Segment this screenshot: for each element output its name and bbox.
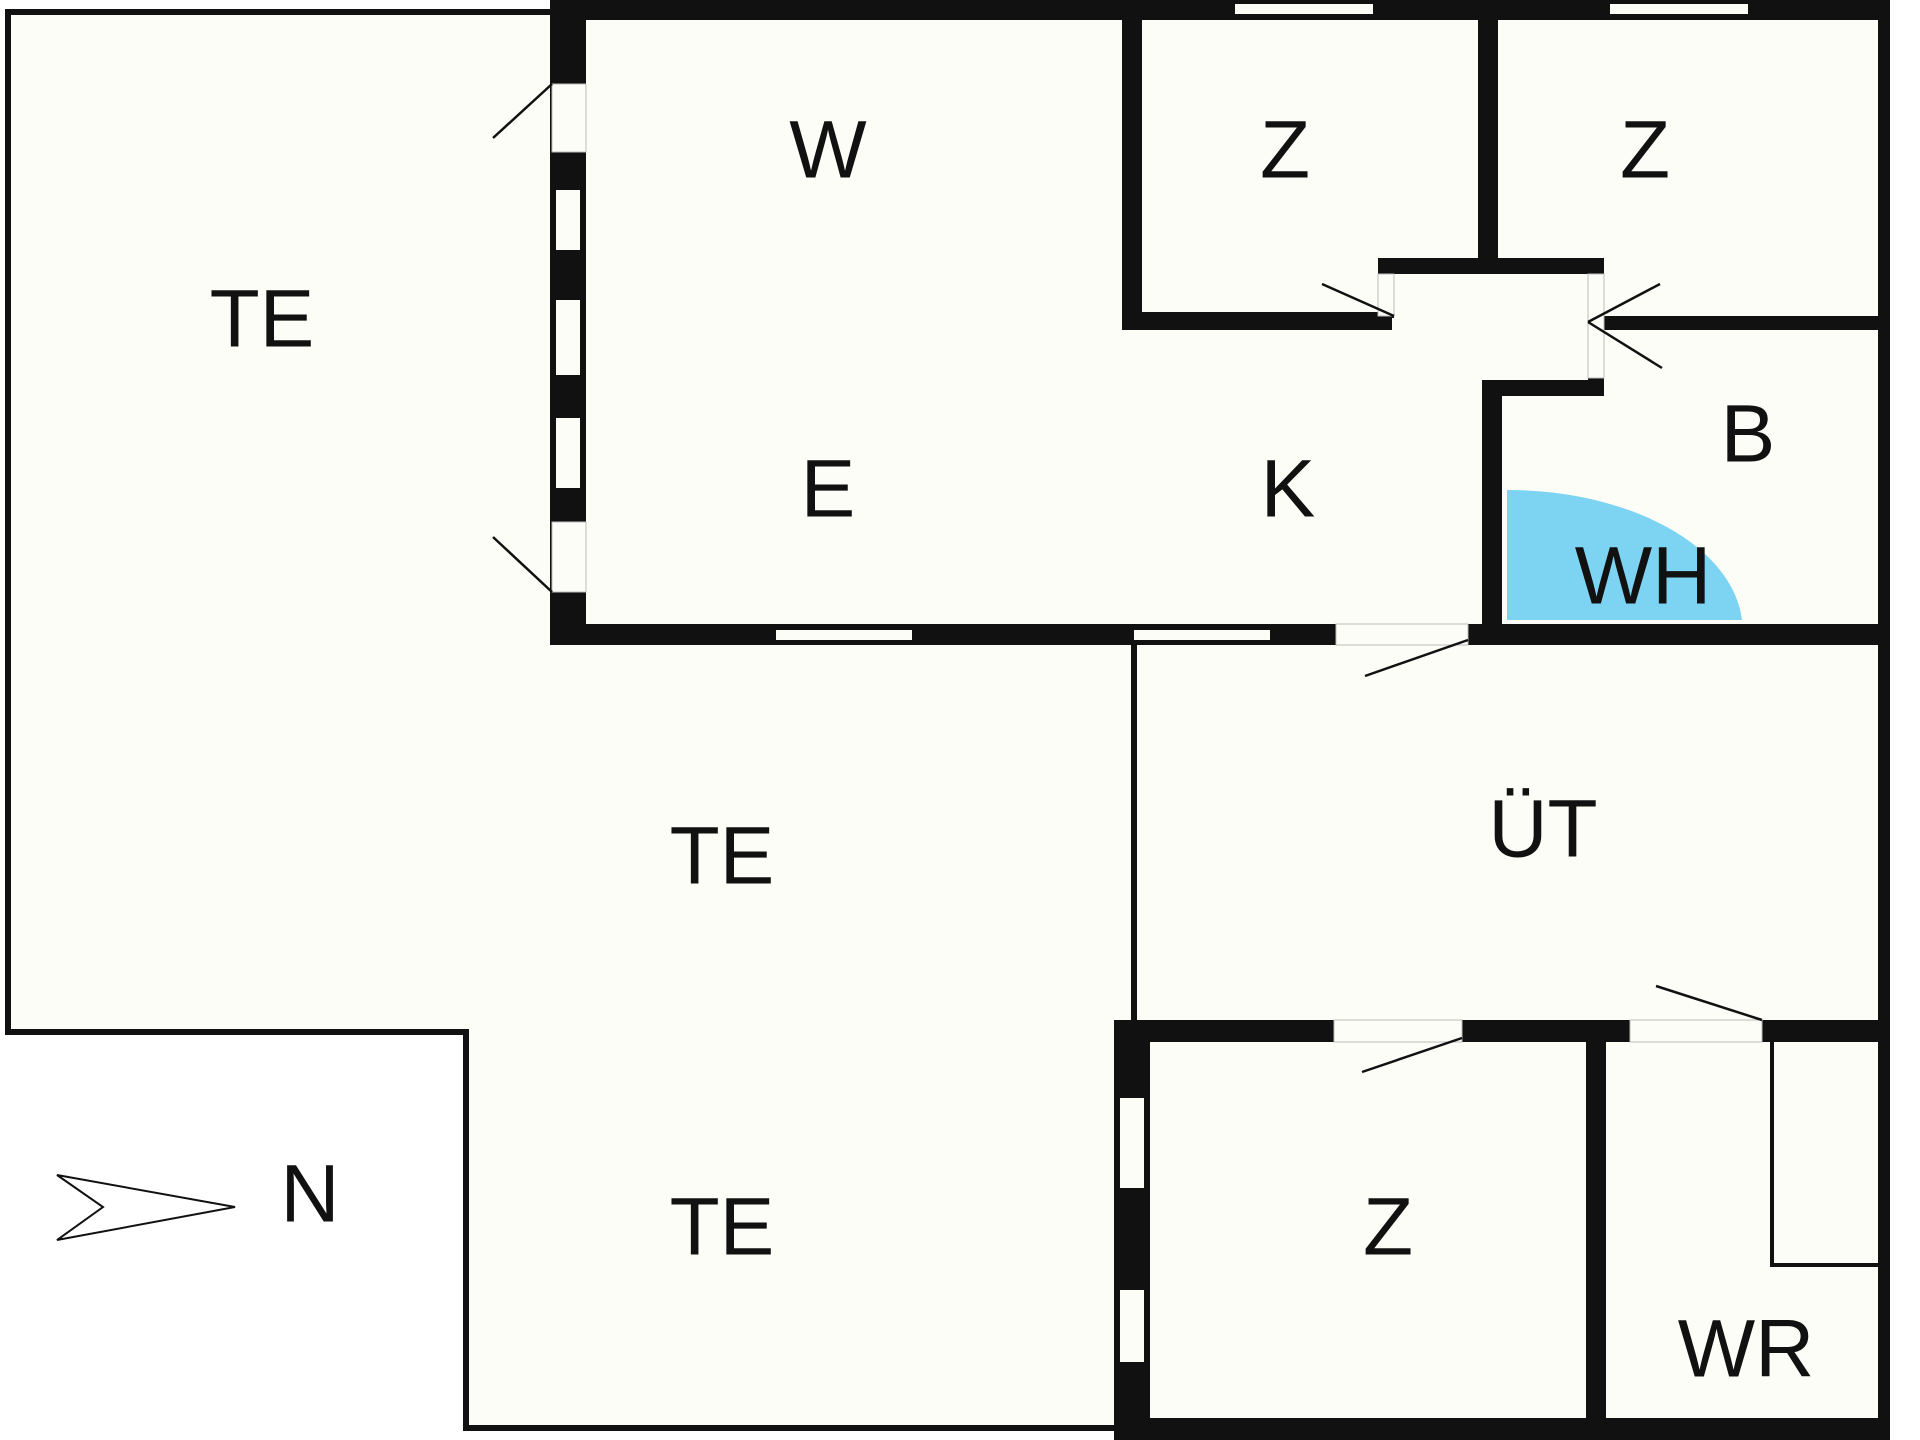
wall-top bbox=[550, 0, 1890, 20]
room-labels: TE W Z Z E K B WH TE ÜT TE Z WR bbox=[210, 105, 1815, 1395]
room-label-kitchen: K bbox=[1261, 444, 1316, 535]
wall-room1-room2 bbox=[1478, 0, 1498, 270]
wall-room2-bottom bbox=[1588, 316, 1888, 330]
wall-room3-wardrobe bbox=[1586, 1020, 1606, 1440]
window-top-1 bbox=[1235, 4, 1373, 14]
doors bbox=[492, 83, 1763, 1074]
compass-arrow-icon bbox=[56, 1174, 236, 1241]
door-wardrobe-leaf bbox=[1655, 984, 1763, 1022]
room-label-living: W bbox=[789, 105, 867, 196]
door-hallway-top-leaf bbox=[1364, 638, 1469, 678]
door-wardrobe bbox=[1629, 1019, 1763, 1043]
room-label-room-1: Z bbox=[1260, 105, 1310, 196]
room-label-wardrobe: WR bbox=[1678, 1304, 1815, 1395]
door-hallway-top bbox=[1335, 623, 1469, 646]
room-label-utility: WH bbox=[1575, 531, 1712, 622]
compass-label: N bbox=[280, 1149, 339, 1240]
utility-water-heater-area bbox=[1507, 489, 1742, 620]
wall-room1-bottom bbox=[1122, 312, 1392, 330]
room-label-terrace-left: TE bbox=[210, 274, 315, 365]
room-label-bath: B bbox=[1721, 389, 1776, 480]
door-room1 bbox=[1377, 273, 1395, 317]
terrace-outline-path bbox=[5, 9, 1128, 1431]
room-label-terrace-lower: TE bbox=[670, 1182, 775, 1273]
wall-lower-left bbox=[1114, 1020, 1150, 1440]
window-middle-2 bbox=[1134, 630, 1270, 640]
window-room3-1 bbox=[1120, 1098, 1144, 1188]
compass: N bbox=[56, 1149, 340, 1241]
door-terrace-bottom-leaf bbox=[492, 536, 553, 593]
door-room3-leaf bbox=[1361, 1036, 1463, 1074]
room-label-hallway: ÜT bbox=[1488, 784, 1597, 875]
window-left-1 bbox=[556, 190, 580, 250]
windows bbox=[556, 4, 1748, 1362]
window-left-3 bbox=[556, 418, 580, 488]
wall-passage-top bbox=[1378, 258, 1604, 274]
door-bath-leaf-1 bbox=[1587, 282, 1661, 324]
room-label-room-2: Z bbox=[1620, 105, 1670, 196]
wall-bath-left bbox=[1482, 380, 1502, 645]
door-room3 bbox=[1333, 1019, 1463, 1043]
window-middle-1 bbox=[776, 630, 912, 640]
wall-living-room1 bbox=[1122, 0, 1142, 330]
window-left-2 bbox=[556, 300, 580, 375]
window-room3-2 bbox=[1120, 1290, 1144, 1362]
door-terrace-bottom bbox=[551, 521, 587, 593]
door-room1-leaf bbox=[1321, 282, 1395, 318]
floor-areas bbox=[8, 10, 1880, 1428]
wall-bath-top bbox=[1482, 380, 1604, 396]
window-top-2 bbox=[1610, 4, 1748, 14]
wall-lower-horizontal bbox=[1114, 1020, 1890, 1042]
wall-right bbox=[1878, 0, 1890, 1440]
interior-floor bbox=[560, 10, 1880, 1428]
room-label-dining: E bbox=[801, 444, 856, 535]
room-label-room-3: Z bbox=[1363, 1182, 1413, 1273]
door-bath-leaf-2 bbox=[1587, 320, 1663, 370]
room-label-terrace-middle: TE bbox=[670, 811, 775, 902]
door-terrace-top-leaf bbox=[492, 83, 553, 139]
wall-bottom bbox=[1114, 1418, 1890, 1440]
door-terrace-top bbox=[551, 83, 587, 153]
